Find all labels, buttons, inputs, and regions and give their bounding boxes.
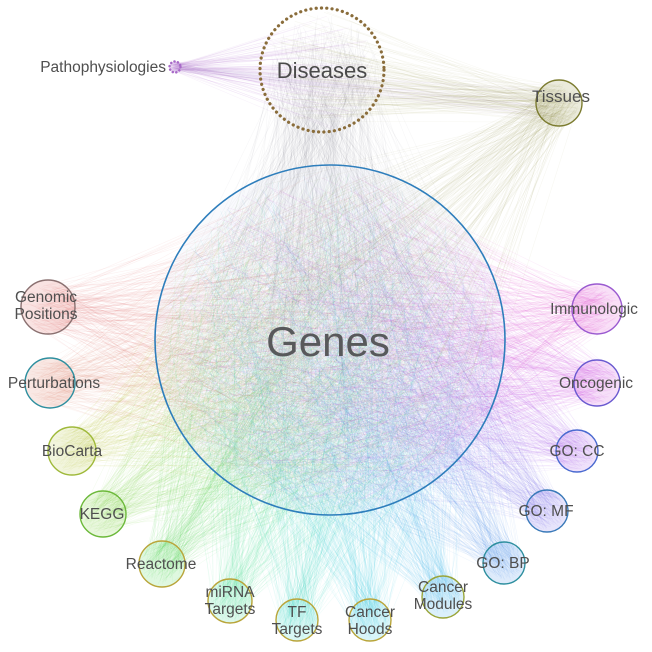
bundle-tf-targets-genes — [183, 181, 492, 639]
bundle-kegg-genes — [83, 172, 497, 534]
node-go-cc[interactable] — [555, 429, 599, 473]
node-cancer-modules[interactable] — [421, 575, 465, 619]
node-labels: Genes Diseases PathophysiologiesTissuesGen… — [8, 58, 638, 638]
bundle-diseases-genes — [160, 15, 499, 504]
node-pathophysiologies[interactable] — [168, 60, 182, 74]
label-genes: Genes — [266, 318, 390, 365]
bundle-oncogenic-genes — [172, 176, 618, 509]
node-cancer-hoods[interactable] — [348, 598, 392, 642]
bundle-tissues-diseases — [261, 11, 580, 124]
label-biocarta: BioCarta — [42, 443, 103, 460]
label-go-cc: GO: CC — [549, 443, 604, 460]
bundle-cancer-hoods-genes — [161, 179, 492, 639]
label-go-mf: GO: MF — [518, 503, 573, 520]
bundle-perturbations-genes — [28, 180, 491, 502]
node-tf-targets[interactable] — [275, 598, 319, 642]
label-oncogenic: Oncogenic — [559, 375, 633, 392]
node-tissues[interactable] — [535, 79, 583, 127]
node-genomic-positions[interactable] — [20, 279, 76, 335]
bundle-pathophysiologies-diseases — [170, 15, 378, 129]
label-pathophysiologies: Pathophysiologies — [40, 59, 166, 76]
bundle-go-cc-genes — [170, 173, 596, 502]
bundle-tissues-genes — [162, 83, 580, 493]
label-perturbations: Perturbations — [8, 375, 100, 392]
label-tissues: Tissues — [532, 87, 590, 106]
bundle-genomic-positions-genes — [23, 171, 498, 510]
bundle-immunologic-genes — [165, 176, 620, 506]
node-go-bp[interactable] — [482, 541, 526, 585]
node-oncogenic[interactable] — [573, 359, 621, 407]
label-immunologic: Immunologic — [550, 301, 638, 318]
label-go-bp: GO: BP — [476, 555, 529, 572]
label-diseases: Diseases — [277, 58, 367, 83]
node-reactome[interactable] — [138, 540, 186, 588]
bundle-mirna-targets-genes — [165, 173, 490, 621]
bundle-go-bp-genes — [167, 174, 522, 581]
node-immunologic[interactable] — [571, 283, 623, 335]
node-perturbations[interactable] — [24, 357, 76, 409]
node-go-mf[interactable] — [525, 489, 569, 533]
node-kegg[interactable] — [79, 490, 127, 538]
node-genes[interactable] — [154, 164, 506, 516]
label-reactome: Reactome — [126, 556, 197, 573]
bundle-cancer-modules-genes — [165, 175, 497, 613]
node-mirna-targets[interactable] — [207, 578, 253, 624]
node-diseases[interactable] — [258, 6, 386, 134]
label-kegg: KEGG — [80, 506, 125, 523]
nodes — [20, 6, 623, 642]
edge-bundles — [23, 11, 620, 639]
bundle-go-mf-genes — [172, 173, 565, 530]
bundle-pathophysiologies-tissues — [170, 62, 579, 124]
node-biocarta[interactable] — [47, 426, 97, 476]
bundle-reactome-genes — [141, 172, 489, 585]
